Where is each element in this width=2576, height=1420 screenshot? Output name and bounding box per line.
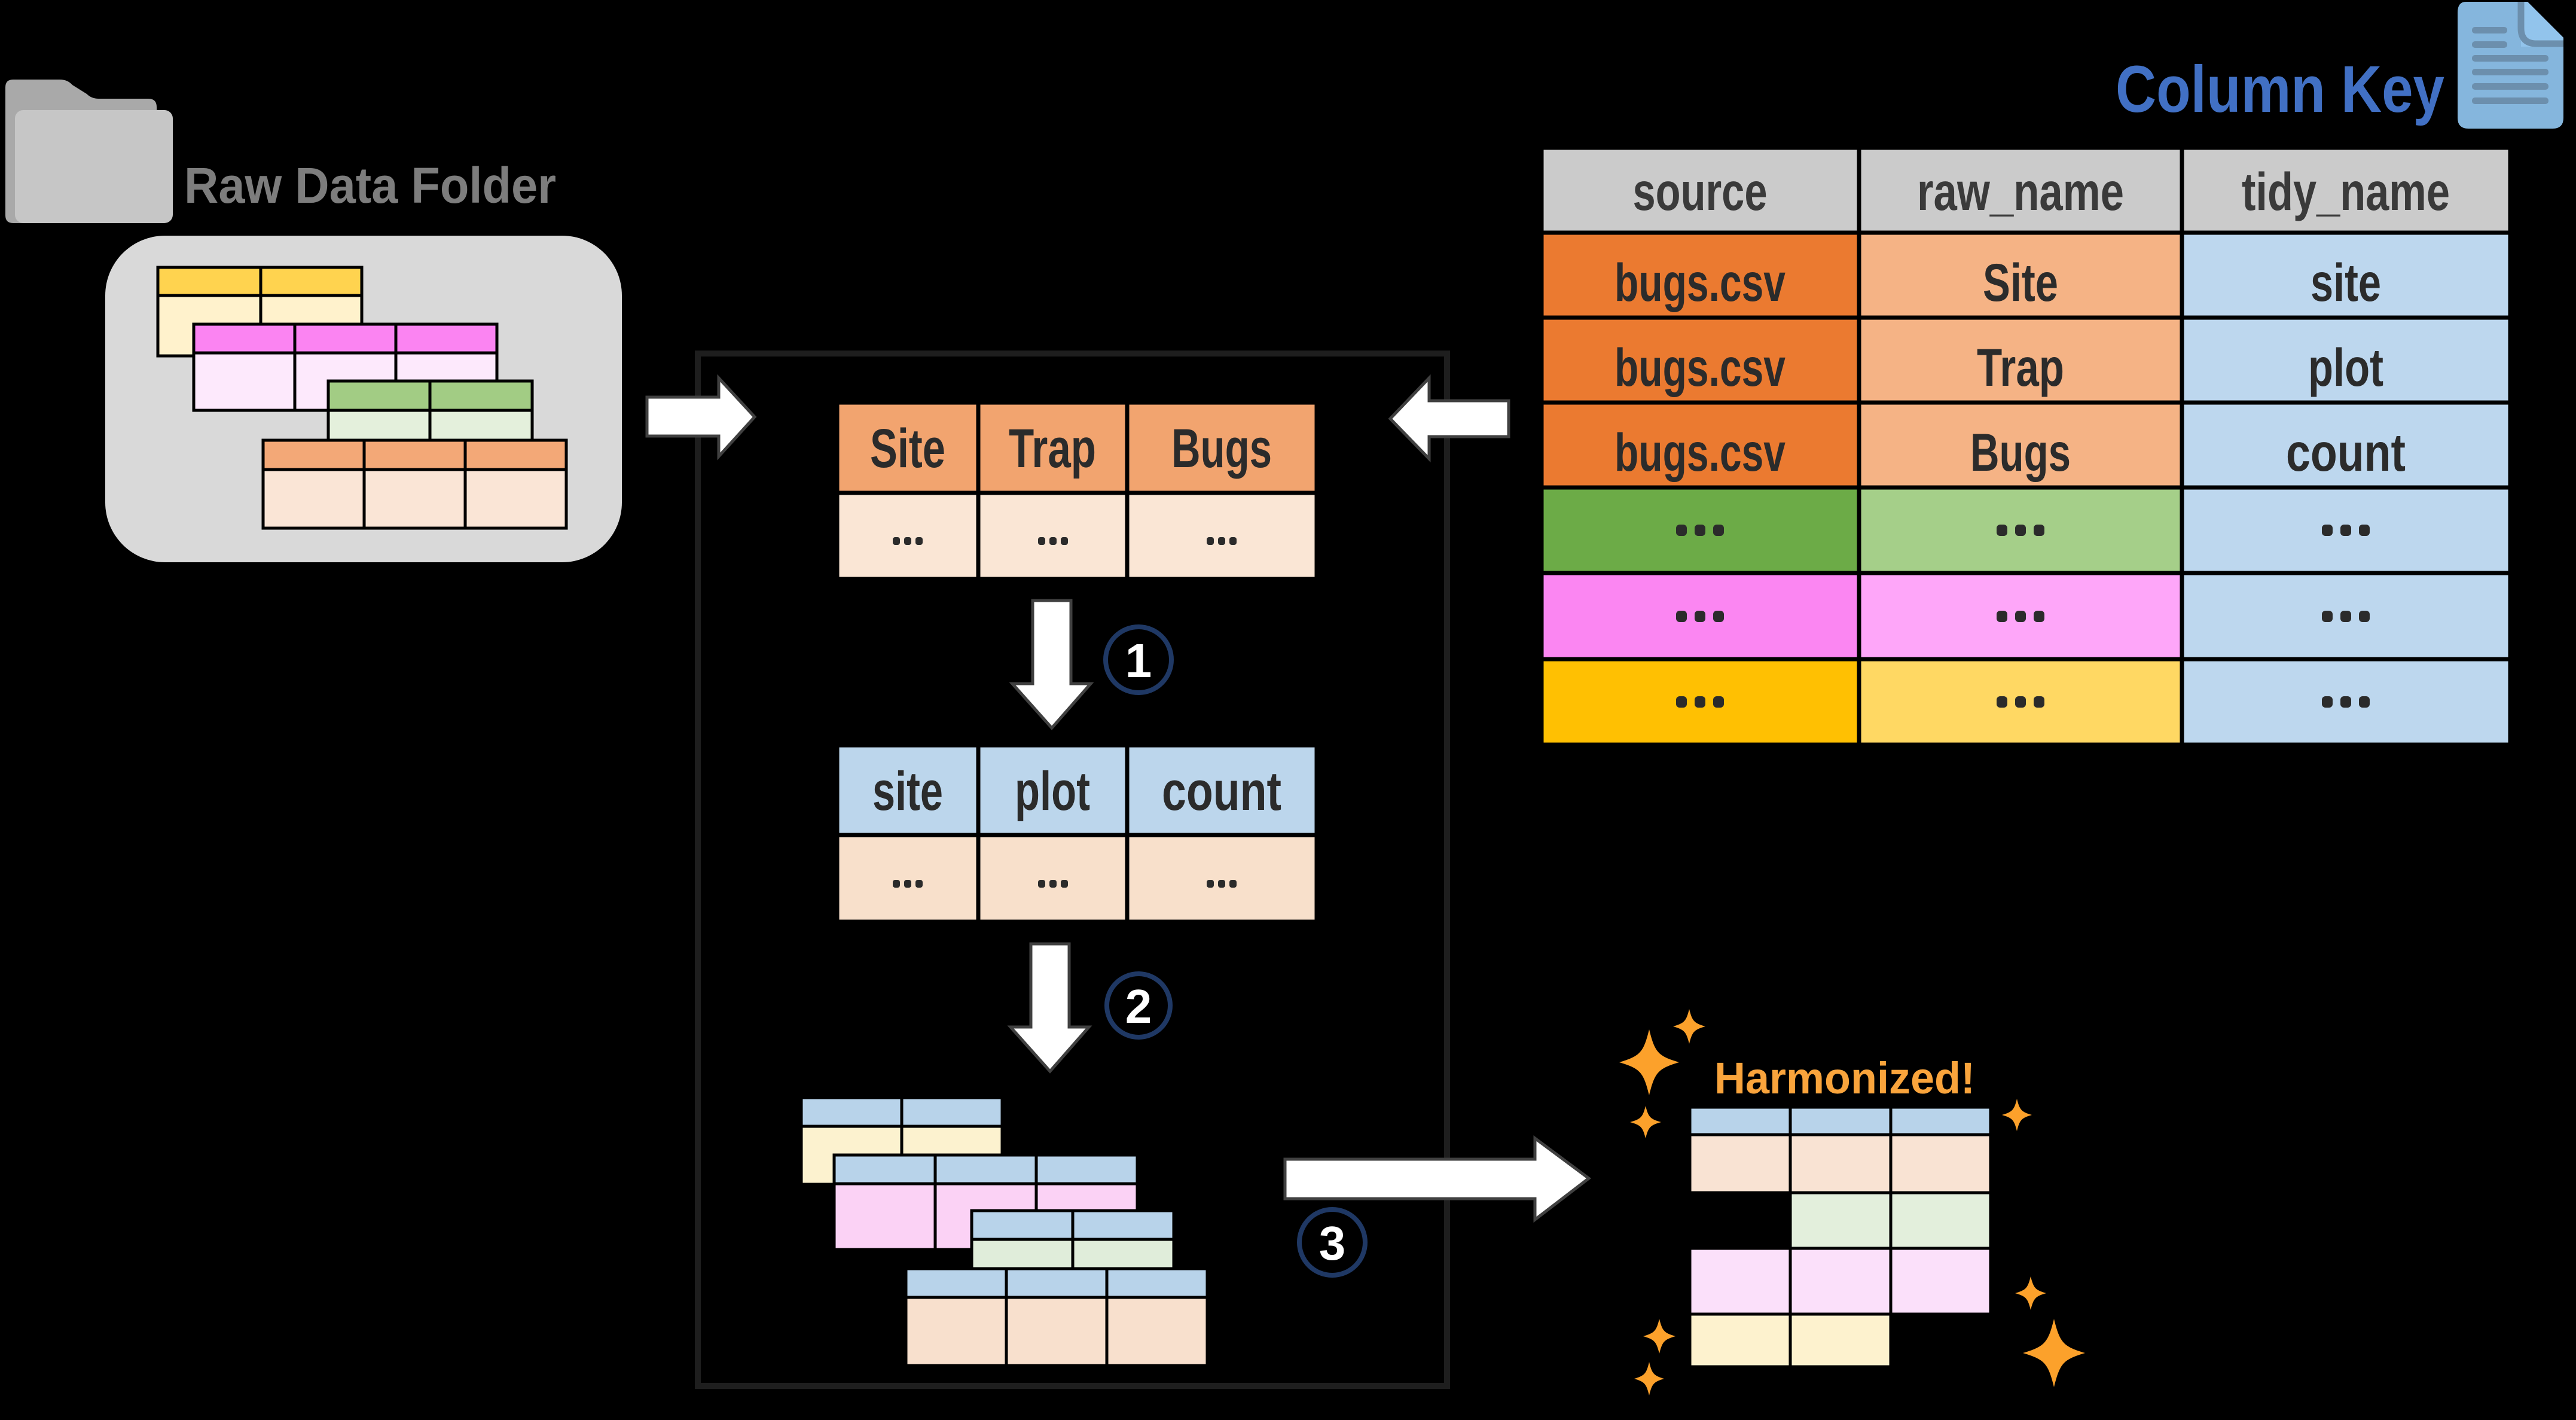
svg-text:plot: plot [1015, 761, 1090, 822]
svg-text:Site: Site [870, 418, 945, 479]
svg-text:plot: plot [2308, 337, 2383, 397]
svg-text:Raw Data Folder: Raw Data Folder [184, 157, 556, 214]
svg-text:2: 2 [1125, 980, 1152, 1033]
svg-text:Bugs: Bugs [1970, 422, 2071, 482]
svg-text:bugs.csv: bugs.csv [1614, 252, 1786, 312]
svg-text:bugs.csv: bugs.csv [1614, 422, 1786, 482]
svg-text:1: 1 [1125, 634, 1152, 687]
svg-text:tidy_name: tidy_name [2242, 161, 2450, 221]
svg-text:Trap: Trap [1977, 337, 2064, 397]
svg-text:count: count [2286, 422, 2406, 482]
svg-text:3: 3 [1319, 1217, 1346, 1270]
svg-text:site: site [2311, 252, 2381, 312]
svg-text:count: count [1162, 761, 1281, 822]
svg-text:Column Key: Column Key [2116, 53, 2444, 126]
svg-text:bugs.csv: bugs.csv [1614, 337, 1786, 397]
svg-text:Site: Site [1983, 252, 2058, 312]
svg-text:source: source [1633, 161, 1768, 221]
svg-text:site: site [872, 761, 943, 822]
svg-text:Harmonized!: Harmonized! [1714, 1053, 1975, 1103]
svg-text:Bugs: Bugs [1171, 418, 1272, 479]
svg-text:raw_name: raw_name [1917, 161, 2124, 221]
svg-text:Trap: Trap [1009, 418, 1096, 479]
